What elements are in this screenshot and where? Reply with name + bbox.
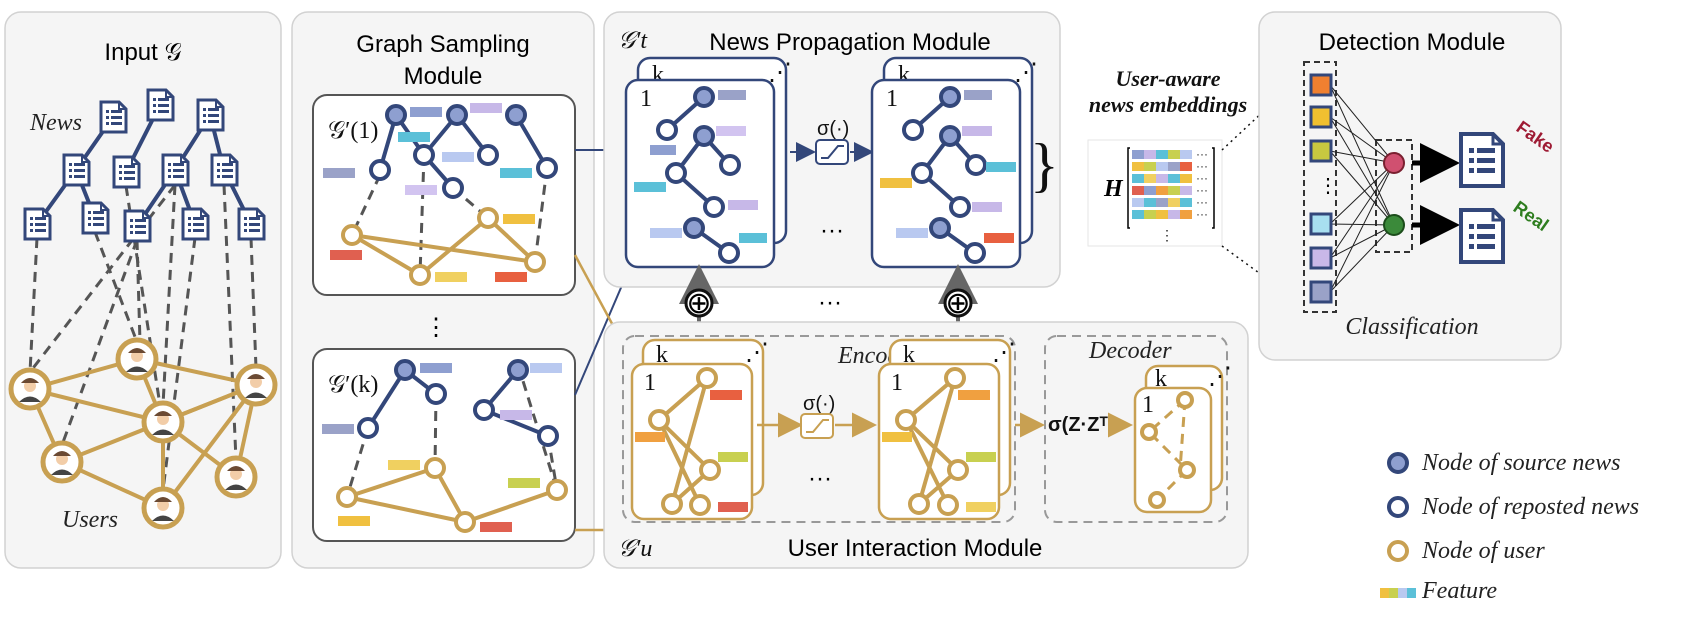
legend-source-label: Node of source news xyxy=(1421,450,1620,476)
svg-text:···: ··· xyxy=(1196,207,1208,221)
news-label: News xyxy=(29,110,82,136)
svg-text:⋰: ⋰ xyxy=(992,340,1016,366)
users-label: Users xyxy=(62,507,118,533)
decoder-label: Decoder xyxy=(1088,338,1172,364)
fake-doc-icon xyxy=(1459,132,1505,188)
detection-title: Detection Module xyxy=(1319,29,1506,56)
sampling-panel: Graph Sampling Module 𝒢′(1) xyxy=(291,11,595,569)
prop-activation-icon xyxy=(815,139,849,165)
interaction-panel: Encoder Decoder 𝒢′u User Interaction Mod… xyxy=(603,321,1249,569)
interaction-graph-label: 𝒢′u xyxy=(618,536,652,562)
embeddings-block: User-aware news embeddings H ······ ····… xyxy=(1087,66,1247,247)
enc-stack1-1: 1 xyxy=(644,370,656,396)
prop-stack2-1: 1 xyxy=(886,86,898,112)
real-output-node xyxy=(1383,214,1405,236)
svg-text:···: ··· xyxy=(1196,183,1208,197)
enc-ellipsis: ··· xyxy=(808,465,832,492)
prop-activation: σ(·) xyxy=(817,118,849,140)
embeddings-title-line1: User-aware xyxy=(1115,66,1220,91)
svg-text:···: ··· xyxy=(1196,171,1208,185)
prop-ellipsis: ··· xyxy=(820,217,844,244)
svg-text:⋰: ⋰ xyxy=(1014,60,1038,86)
enc-stack2-1: 1 xyxy=(891,370,903,396)
sampling-title-line1: Graph Sampling xyxy=(356,31,529,58)
enc-stack1-k: k xyxy=(656,342,668,368)
fake-output-node xyxy=(1383,152,1405,174)
matrix-symbol: H xyxy=(1103,176,1124,202)
decoder-function: σ(Z·Zᵀ) xyxy=(1048,414,1115,436)
svg-text:}: } xyxy=(1030,132,1059,198)
enc-activation: σ(·) xyxy=(803,393,835,415)
propagation-panel: 𝒢′t News Propagation Module k ⋰ 1 σ(·) ·… xyxy=(603,11,1061,288)
fusion: ⊕ ⊕ ··· xyxy=(679,264,978,332)
fusion-ellipsis: ··· xyxy=(818,289,842,316)
legend-reposted-marker xyxy=(1387,496,1409,518)
fusion-plus-left: ⊕ xyxy=(686,286,711,321)
svg-text:⋰: ⋰ xyxy=(1208,364,1232,390)
legend-feature-label: Feature xyxy=(1421,578,1497,604)
nn-edges xyxy=(1329,84,1395,293)
input-panel: Input 𝒢 News Users xyxy=(4,11,282,569)
embedding-matrix: ······ ······ ······ ⋮ xyxy=(1127,147,1215,243)
legend-user-marker xyxy=(1387,540,1409,562)
nn-input-nodes: ⋮ xyxy=(1309,73,1338,304)
classification-label: Classification xyxy=(1345,314,1478,340)
legend-user-label: Node of user xyxy=(1421,538,1545,564)
dec-stack-k: k xyxy=(1155,366,1167,392)
dec-stack-1: 1 xyxy=(1142,392,1154,418)
prop-stack1-1: 1 xyxy=(640,86,652,112)
interaction-title: User Interaction Module xyxy=(788,535,1043,562)
svg-text:⋮: ⋮ xyxy=(1160,227,1174,243)
subgraph-1-box: 𝒢′(1) xyxy=(312,94,576,296)
svg-text:···: ··· xyxy=(1196,195,1208,209)
propagation-graph-label: 𝒢′t xyxy=(618,28,648,54)
embeddings-title-line2: news embeddings xyxy=(1089,92,1247,117)
news-user-links xyxy=(28,184,258,491)
sampling-title-line2: Module xyxy=(404,63,483,90)
sampling-ellipsis: ⋮ xyxy=(424,314,448,341)
svg-text:⋰: ⋰ xyxy=(745,340,769,366)
enc-activation-icon xyxy=(800,413,834,439)
svg-text:⋰: ⋰ xyxy=(768,60,792,86)
legend-reposted-label: Node of reposted news xyxy=(1421,494,1639,520)
enc-stack2-k: k xyxy=(903,342,915,368)
legend: Node of source news Node of reposted new… xyxy=(1380,450,1639,604)
subgraph-1-label: 𝒢′(1) xyxy=(328,118,378,144)
svg-text:⋮: ⋮ xyxy=(1318,175,1338,197)
subgraph-k-label: 𝒢′(k) xyxy=(328,372,378,398)
legend-feature-marker xyxy=(1380,588,1416,598)
fusion-plus-right: ⊕ xyxy=(945,286,970,321)
feature-chips xyxy=(323,103,535,282)
legend-source-marker xyxy=(1387,452,1409,474)
detection-panel: Detection Module ⋮ Fake Real Classificat… xyxy=(1258,11,1562,361)
svg-text:···: ··· xyxy=(1196,147,1208,161)
propagation-title: News Propagation Module xyxy=(709,29,991,56)
subgraph-k-box: 𝒢′(k) xyxy=(312,348,576,542)
svg-text:···: ··· xyxy=(1196,159,1208,173)
input-title: Input 𝒢 xyxy=(104,39,181,66)
real-doc-icon xyxy=(1459,208,1505,264)
